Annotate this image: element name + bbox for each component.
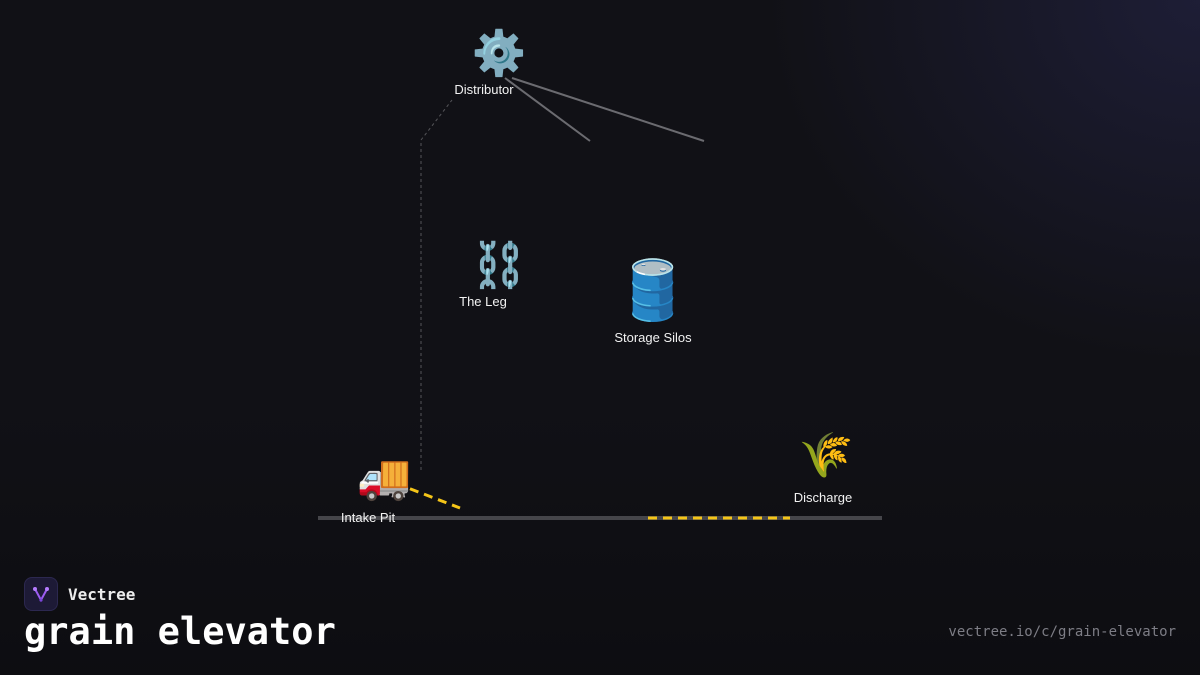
distributor-wire-1 (504, 77, 591, 142)
barrel-icon: 🛢️ (616, 258, 690, 323)
node-label: Intake Pit (340, 510, 396, 525)
delivery-truck-icon: 🚚 (356, 453, 412, 502)
page-url[interactable]: vectree.io/c/grain-elevator (948, 624, 1176, 640)
node-label: Distributor (454, 82, 514, 97)
node-intake-pit[interactable]: 🚚 Intake Pit (330, 453, 420, 526)
brand: Vectree (24, 577, 135, 611)
node-label: Discharge (793, 490, 853, 505)
chain-icon: ⛓️ (471, 241, 527, 290)
node-distributor[interactable]: ⚙️ Distributor (444, 29, 554, 98)
wheat-icon: 🌾 (798, 431, 854, 480)
node-label: Storage Silos (614, 330, 692, 345)
node-storage-silos[interactable]: 🛢️ Storage Silos (600, 258, 706, 346)
brand-name: Vectree (68, 584, 136, 604)
gear-icon: ⚙️ (471, 29, 527, 78)
node-discharge[interactable]: 🌾 Discharge (780, 431, 866, 506)
node-label: The Leg (459, 294, 507, 309)
node-the-leg[interactable]: ⛓️ The Leg (446, 241, 552, 310)
page-title: grain elevator (24, 610, 336, 653)
vectree-logo-icon (24, 577, 58, 611)
distributor-wire-2 (511, 77, 705, 142)
leg-dotted-line (420, 99, 453, 470)
